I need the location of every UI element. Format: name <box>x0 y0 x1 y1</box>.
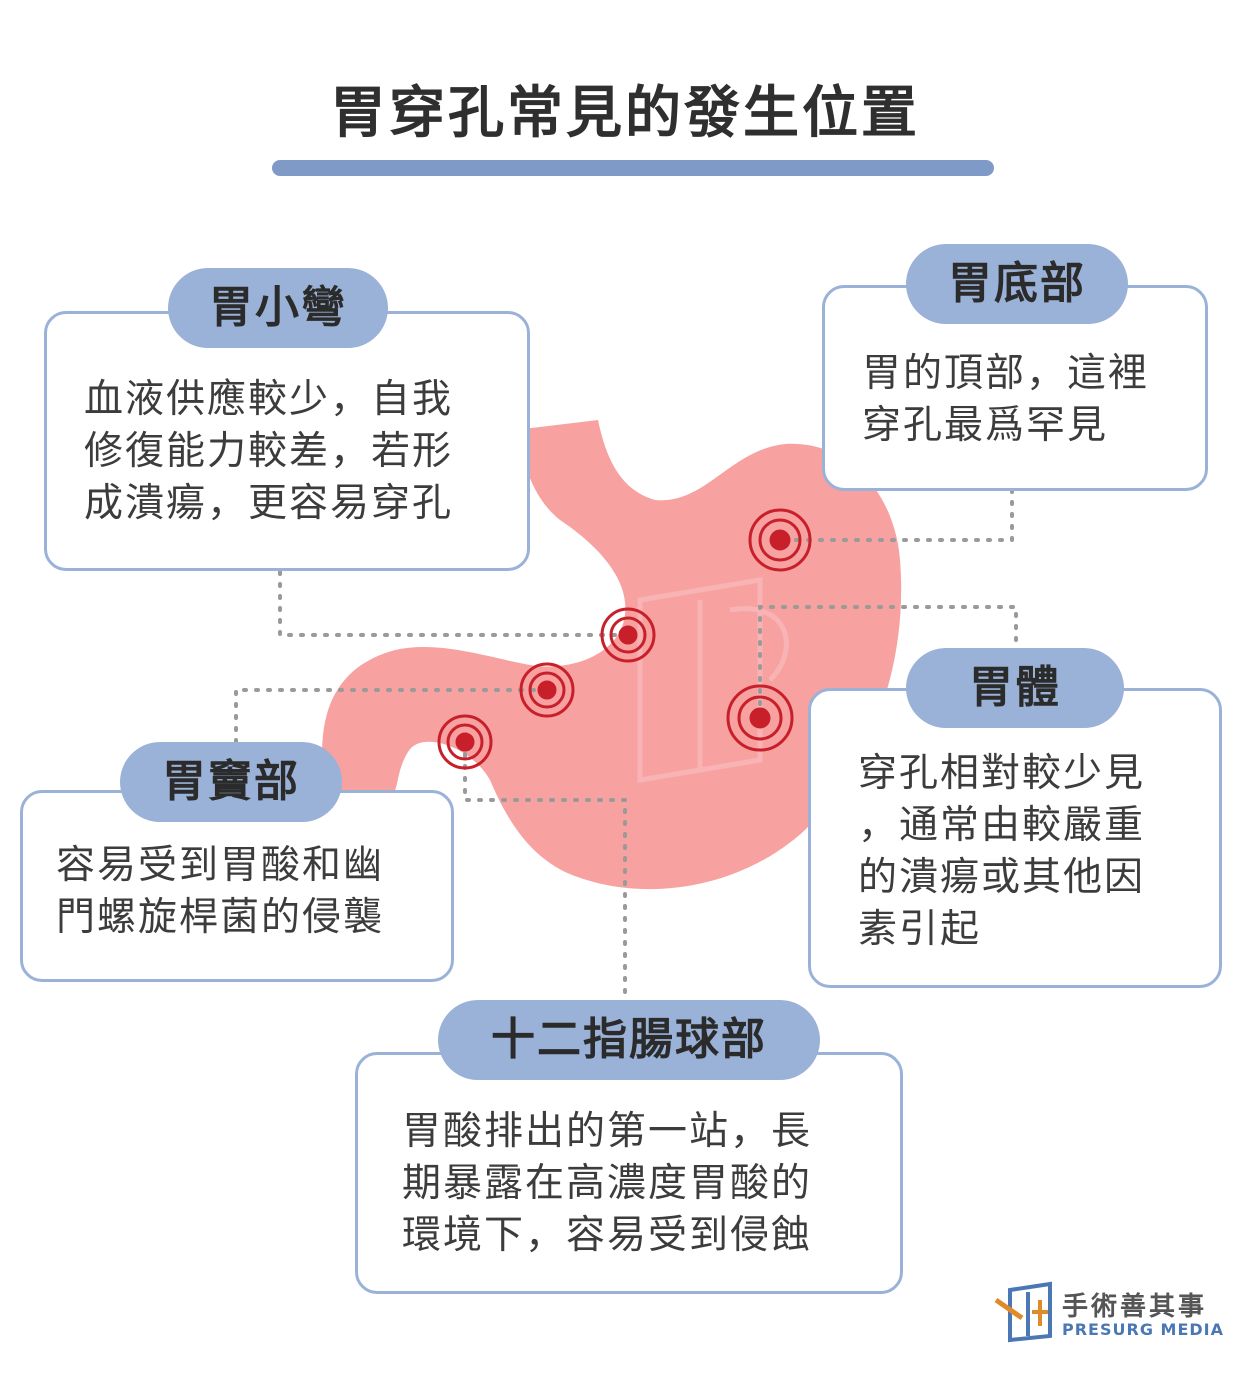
duodenum-label: 十二指腸球部 <box>438 1000 820 1080</box>
fundus-text: 胃的頂部，這裡 穿孔最爲罕見 <box>862 351 1150 448</box>
target-body <box>726 684 794 752</box>
antrum-text: 容易受到胃酸和幽 門螺旋桿菌的侵襲 <box>56 843 385 940</box>
lesser-curvature-label: 胃小彎 <box>168 268 388 348</box>
leader-fundus <box>778 488 1014 542</box>
title-underline <box>272 160 994 176</box>
antrum-card <box>20 790 454 982</box>
duodenum-text: 胃酸排出的第一站，長 期暴露在高濃度胃酸的 環境下，容易受到侵蝕 <box>402 1109 813 1258</box>
body-card <box>808 688 1222 988</box>
target-lesser-curvature <box>600 607 656 663</box>
leader-lesser-curvature <box>278 570 630 637</box>
watermark-logo <box>637 577 789 783</box>
antrum-label: 胃竇部 <box>120 742 342 822</box>
fundus-label: 胃底部 <box>906 244 1128 324</box>
presurg-logo-icon <box>994 1281 1052 1343</box>
leader-body <box>758 605 1018 720</box>
target-antrum <box>519 662 575 718</box>
leader-antrum <box>234 688 549 744</box>
body-label: 胃體 <box>906 648 1124 728</box>
lesser-curvature-text: 血液供應較少，自我 修復能力較差，若形 成潰瘍，更容易穿孔 <box>84 377 454 526</box>
target-fundus <box>748 508 812 572</box>
body-text: 穿孔相對較少見 ，通常由較嚴重 的潰瘍或其他因 素引起 <box>858 751 1146 952</box>
page-title: 胃穿孔常見的發生位置 <box>330 81 920 146</box>
logo-english-name: PRESURG MEDIA <box>1062 1320 1224 1339</box>
logo-chinese-name: 手術善其事 <box>1062 1292 1208 1322</box>
target-duodenum <box>437 714 493 770</box>
